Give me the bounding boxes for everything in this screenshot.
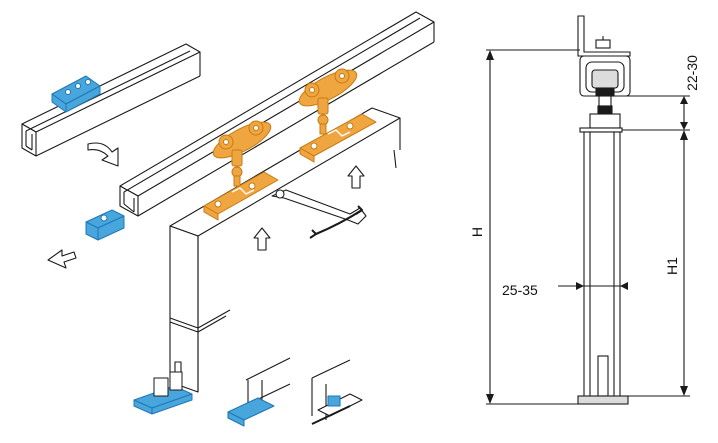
roller-carriage-right bbox=[298, 68, 358, 135]
roller-carriage-left bbox=[212, 120, 272, 187]
panel-section bbox=[579, 127, 623, 401]
track-section bbox=[577, 15, 631, 97]
end-stop-clip bbox=[85, 209, 125, 241]
label-clearance: 22-30 bbox=[684, 55, 700, 91]
hanger-plate-left bbox=[203, 171, 279, 221]
dimension-clearance bbox=[614, 95, 690, 130]
dimension-h bbox=[486, 49, 580, 405]
hanger-plate-right bbox=[299, 113, 377, 163]
up-arrow-icon bbox=[253, 165, 365, 251]
label-thickness: 25-35 bbox=[502, 282, 538, 298]
dimension-thickness bbox=[558, 282, 628, 290]
floor-guide-3 bbox=[311, 359, 363, 425]
isometric-assembly bbox=[21, 11, 435, 427]
floor-guide-section bbox=[577, 355, 629, 405]
dimension-h1 bbox=[622, 129, 690, 397]
hanger-bolt bbox=[589, 87, 621, 129]
label-h: H bbox=[469, 227, 485, 237]
label-h1: H1 bbox=[664, 257, 680, 275]
hollow-arrow-icon bbox=[47, 249, 77, 269]
floor-guide-2 bbox=[227, 357, 291, 427]
wrench bbox=[271, 189, 367, 225]
double-curved-arrow-icon bbox=[309, 205, 363, 239]
main-track-rail bbox=[119, 11, 435, 217]
wall-bracket bbox=[51, 75, 101, 113]
upper-track-rail bbox=[21, 43, 201, 157]
floor-guide-1 bbox=[133, 371, 193, 415]
curved-arrow-icon bbox=[87, 142, 119, 167]
section-view bbox=[486, 15, 690, 405]
